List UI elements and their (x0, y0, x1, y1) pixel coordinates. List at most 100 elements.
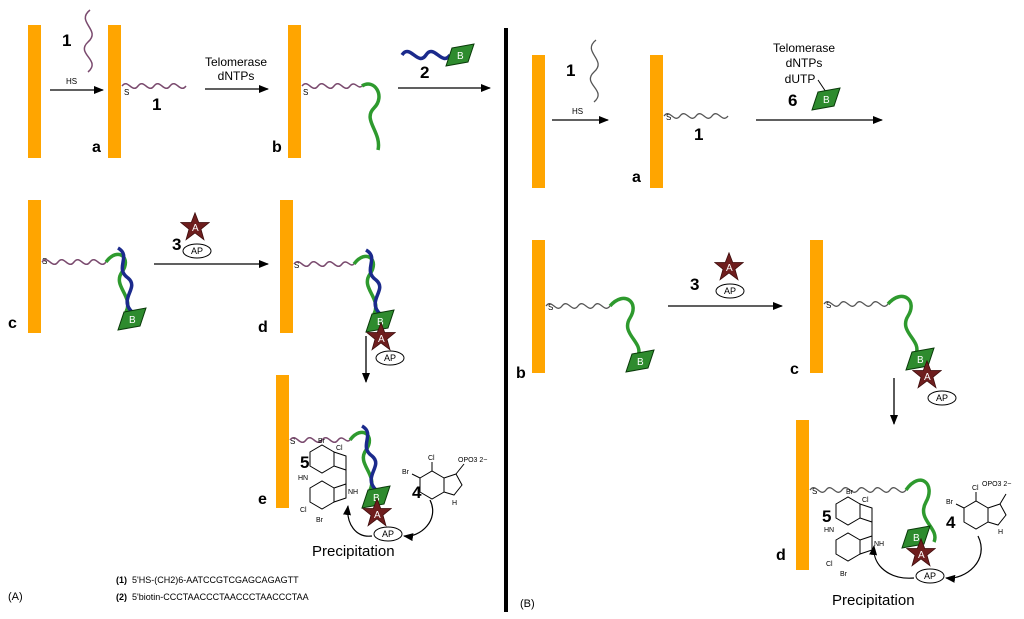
s-label-b: S (812, 487, 817, 496)
electrode-a (108, 25, 121, 158)
hs-label: HS (66, 77, 77, 86)
panel-label-a: (A) (8, 591, 23, 603)
biotin-b-label: B (129, 315, 136, 326)
step-label-a: a (92, 139, 101, 156)
step-label-c: c (8, 315, 17, 332)
primer-c (41, 259, 107, 265)
seq2-text: 5'biotin-CCCTAACCCTAACCCTAACCCTAA (132, 592, 309, 602)
step-label-b-a: a (632, 169, 641, 186)
substrate-br: Br (402, 469, 410, 476)
ap-label-b: AP (936, 393, 948, 403)
dutp-label-b: dUTP (785, 72, 816, 86)
alkaline-phosphatase-ellipse-icon (715, 283, 745, 299)
s-label: S (42, 257, 47, 266)
product-cl-top-b: Cl (862, 497, 869, 504)
step-label-d: d (258, 319, 268, 336)
telomere-b-c (886, 294, 919, 355)
avidin-a-label: A (192, 223, 199, 234)
product-nh-b: NH (874, 541, 884, 548)
biotin-b-label-b: B (823, 95, 830, 106)
product-br-top-b: Br (846, 489, 854, 496)
biotin-tag-icon (445, 43, 475, 67)
num4-label: 4 (412, 483, 422, 502)
biotin-b-label-b: B (637, 357, 644, 368)
primer-e (289, 437, 351, 443)
num4-label-b: 4 (946, 513, 956, 532)
alkaline-phosphatase-ellipse-icon (927, 390, 957, 406)
biotin-b-label-b: B (913, 533, 920, 544)
product-hn: HN (298, 475, 308, 482)
substrate-cl: Cl (428, 455, 435, 462)
panel-b: 1 HS S 1 a Telomerase dNTPs dUTP B 6 S B… (516, 39, 1011, 610)
biotin-b-label: B (377, 317, 384, 328)
num5-label: 5 (300, 453, 309, 472)
alkaline-phosphatase-ellipse-icon (373, 526, 403, 542)
telomerase-label-b: Telomerase (773, 41, 835, 55)
substrate-4-structure-b (955, 492, 1007, 530)
ap-label: AP (382, 529, 394, 539)
step-label-b-c: c (790, 361, 799, 378)
product-hn-b: HN (824, 527, 834, 534)
step-label-b: b (272, 139, 282, 156)
precipitation-label: Precipitation (312, 543, 395, 560)
avidin-a-label-b: A (726, 263, 733, 274)
num1-a-label-b: 1 (694, 125, 703, 144)
panel-label-b: (B) (520, 598, 535, 610)
substrate-nh: H (452, 500, 457, 507)
biotin-tag-icon (811, 87, 841, 111)
product-5-structure (309, 444, 347, 510)
hs-label-b: HS (572, 107, 583, 116)
primer-b-c (823, 301, 889, 307)
biotin-tag-icon (625, 349, 655, 373)
primer-1-free (83, 9, 93, 73)
precipitation-label-b: Precipitation (832, 592, 915, 609)
primer-on-electrode (121, 83, 187, 89)
step-label-b-b: b (516, 365, 526, 382)
electrode-b-d (796, 420, 809, 570)
electrode-b-a0 (532, 55, 545, 188)
num1-a-label: 1 (152, 95, 161, 114)
substrate-opo3-b: OPO3 2− (982, 481, 1011, 488)
telomere-b (361, 82, 381, 151)
primer-b-b (545, 303, 611, 309)
electrode-c (28, 200, 41, 333)
substrate-br-b: Br (946, 499, 954, 506)
primer-b-d (809, 487, 907, 493)
probe-e (360, 424, 378, 492)
step-label-e: e (258, 491, 267, 508)
precipitation-arrow-in-b (945, 535, 982, 583)
precipitation-arrow-in (403, 499, 434, 542)
electrode-b-c (810, 240, 823, 373)
biotin-b-label: B (457, 51, 464, 62)
alkaline-phosphatase-ellipse-icon (182, 243, 212, 259)
num3-label-b: 3 (690, 275, 699, 294)
product-br-bot-b: Br (840, 571, 848, 578)
avidin-a-label: A (378, 334, 385, 345)
telomere-b-d (904, 478, 937, 543)
biotin-tag-icon (361, 485, 391, 509)
electrode-b-b (532, 240, 545, 373)
telomerase-label: Telomerase (205, 55, 267, 69)
precipitation-arrow-out-b (869, 545, 915, 579)
product-br-top: Br (318, 438, 326, 445)
electrode-b (288, 25, 301, 158)
biotin-b-label: B (373, 493, 380, 504)
seq1-text: 5'HS-(CH2)6-AATCCGTCGAGCAGAGTT (132, 575, 299, 585)
num5-label-b: 5 (822, 507, 831, 526)
alkaline-phosphatase-ellipse-icon (375, 350, 405, 366)
num3-label: 3 (172, 235, 181, 254)
biotin-tag-icon (117, 307, 147, 331)
num1-primer-label-b: 1 (566, 61, 575, 80)
telomere-b-b (608, 296, 641, 357)
substrate-h-b: H (998, 529, 1003, 536)
dutp-linker (817, 79, 827, 93)
electrode-a0 (28, 25, 41, 158)
electrode-e (276, 375, 289, 508)
s-label-b: S (548, 303, 553, 312)
precipitation-arrow-out (343, 505, 373, 537)
s-label: S (294, 261, 299, 270)
primer-on-electrode-b (663, 113, 729, 119)
primer-d (293, 261, 355, 267)
s-label-b: S (666, 113, 671, 122)
